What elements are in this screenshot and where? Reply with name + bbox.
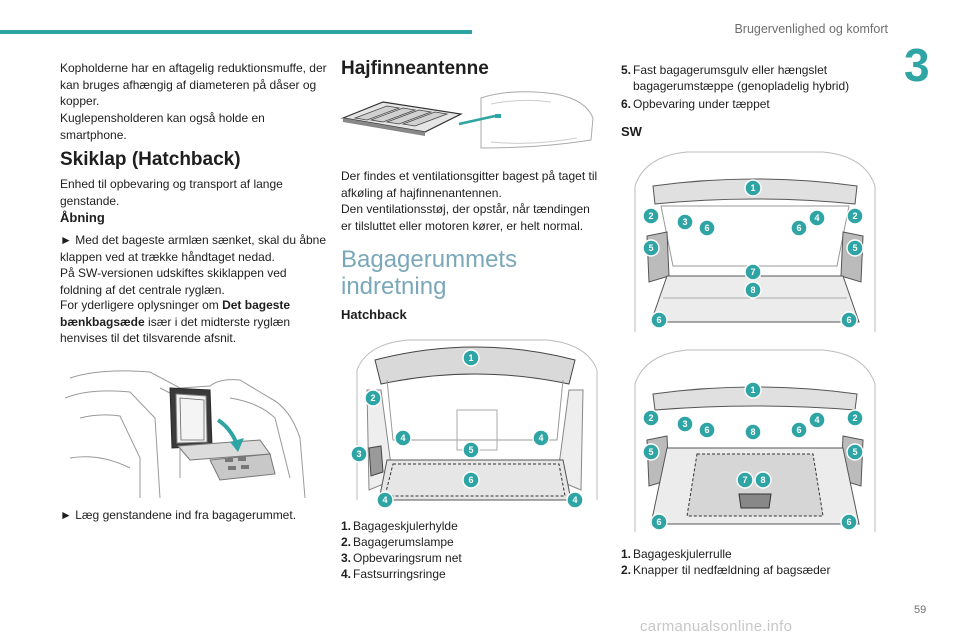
legend-item: 2.Bagagerumslampe — [341, 535, 454, 549]
callout-3: 3 — [356, 449, 361, 459]
sw-label: SW — [621, 124, 642, 139]
callout-2: 2 — [852, 211, 857, 221]
cupholder-text: Kopholderne har en aftagelig reduktionsm… — [60, 61, 327, 108]
callout-8: 8 — [750, 285, 755, 295]
sharkfin-illustration — [341, 91, 594, 149]
callout-1: 1 — [468, 353, 473, 363]
legend-item: 5.Fast bagagerumsgulv eller hængslet bag… — [621, 63, 850, 93]
hajfin-heading: Hajfinneantenne — [341, 58, 489, 79]
callout-4: 4 — [814, 213, 819, 223]
legend-item: 1.Bagageskjulerhylde — [341, 519, 458, 533]
callout-1: 1 — [750, 183, 755, 193]
callout-5: 5 — [852, 447, 857, 457]
aabning-step: ► Med det bageste armlæn sænket, skal du… — [60, 233, 327, 264]
aabning-heading: Åbning — [60, 210, 105, 225]
callout-6: 6 — [704, 425, 709, 435]
legend-item: 6.Opbevaring under tæppet — [621, 97, 770, 111]
callout-2: 2 — [852, 413, 857, 423]
legend-item: 2.Knapper til nedfældning af bagsæder — [621, 563, 831, 577]
legend-item: 1.Bagageskjulerrulle — [621, 547, 732, 561]
sw-note: På SW-versionen udskiftes skiklappen ved… — [60, 266, 287, 297]
sw-trunk-illustration-1: 1 2 2 3 4 5 5 6 6 6 6 7 8 — [634, 151, 876, 332]
legend-item: 3.Opbevaringsrum net — [341, 551, 462, 565]
callout-6: 6 — [846, 517, 851, 527]
chapter-number: 3 — [904, 39, 930, 91]
callout-6: 6 — [796, 223, 801, 233]
callout-4: 4 — [382, 495, 387, 505]
page-number: 59 — [914, 604, 927, 616]
more-info-text: For yderligere oplysninger om Det bagest… — [60, 298, 291, 345]
callout-6: 6 — [704, 223, 709, 233]
callout-5: 5 — [648, 243, 653, 253]
callout-2: 2 — [648, 211, 653, 221]
legend-item: 4.Fastsurringsringe — [341, 567, 446, 581]
callout-4: 4 — [572, 495, 577, 505]
callout-8: 8 — [750, 427, 755, 437]
callout-4: 4 — [538, 433, 543, 443]
callout-3: 3 — [682, 419, 687, 429]
sw-legend: 1.Bagageskjulerrulle 2.Knapper til nedfæ… — [621, 546, 889, 578]
skiklap-description: Enhed til opbevaring og transport af lan… — [60, 177, 283, 208]
callout-7: 7 — [750, 267, 755, 277]
callout-1: 1 — [750, 385, 755, 395]
header-accent-bar — [0, 30, 472, 34]
callout-6: 6 — [656, 517, 661, 527]
ventilation-text: Der findes et ventilationsgitter bagest … — [341, 169, 598, 200]
callout-6: 6 — [468, 475, 473, 485]
bagage-heading: Bagagerummets indretning — [341, 246, 518, 300]
noise-text: Den ventilationsstøj, der opstår, når tæ… — [341, 202, 590, 233]
load-instruction: ► Læg genstandene ind fra bagagerummet. — [60, 508, 297, 522]
callout-5: 5 — [852, 243, 857, 253]
hatchback-legend: 1.Bagageskjulerhylde 2.Bagagerumslampe 3… — [341, 518, 603, 582]
callout-4: 4 — [400, 433, 405, 443]
hatchback-label: Hatchback — [341, 307, 407, 322]
callout-3: 3 — [682, 217, 687, 227]
callout-6: 6 — [846, 315, 851, 325]
callout-2: 2 — [648, 413, 653, 423]
callout-4: 4 — [814, 415, 819, 425]
skiklap-heading: Skiklap (Hatchback) — [60, 149, 241, 170]
penholder-text: Kuglepensholderen kan også holde en smar… — [60, 111, 265, 142]
callout-5: 5 — [468, 445, 473, 455]
ski-hatch-illustration — [64, 370, 306, 499]
callout-6: 6 — [656, 315, 661, 325]
watermark[interactable]: carmanualsonline.info — [640, 618, 793, 635]
callout-8: 8 — [760, 475, 765, 485]
callout-7: 7 — [742, 475, 747, 485]
callout-2: 2 — [370, 393, 375, 403]
section-title: Brugervenlighed og komfort — [734, 22, 888, 36]
callout-5: 5 — [648, 447, 653, 457]
hatchback-trunk-illustration: 1 2 3 4 4 4 4 5 6 — [347, 330, 603, 510]
sw-trunk-illustration-2: 1 2 2 3 4 5 5 6 6 6 6 7 8 8 — [634, 349, 876, 532]
hatchback-legend-continued: 5.Fast bagagerumsgulv eller hængslet bag… — [621, 62, 889, 112]
callout-6: 6 — [796, 425, 801, 435]
